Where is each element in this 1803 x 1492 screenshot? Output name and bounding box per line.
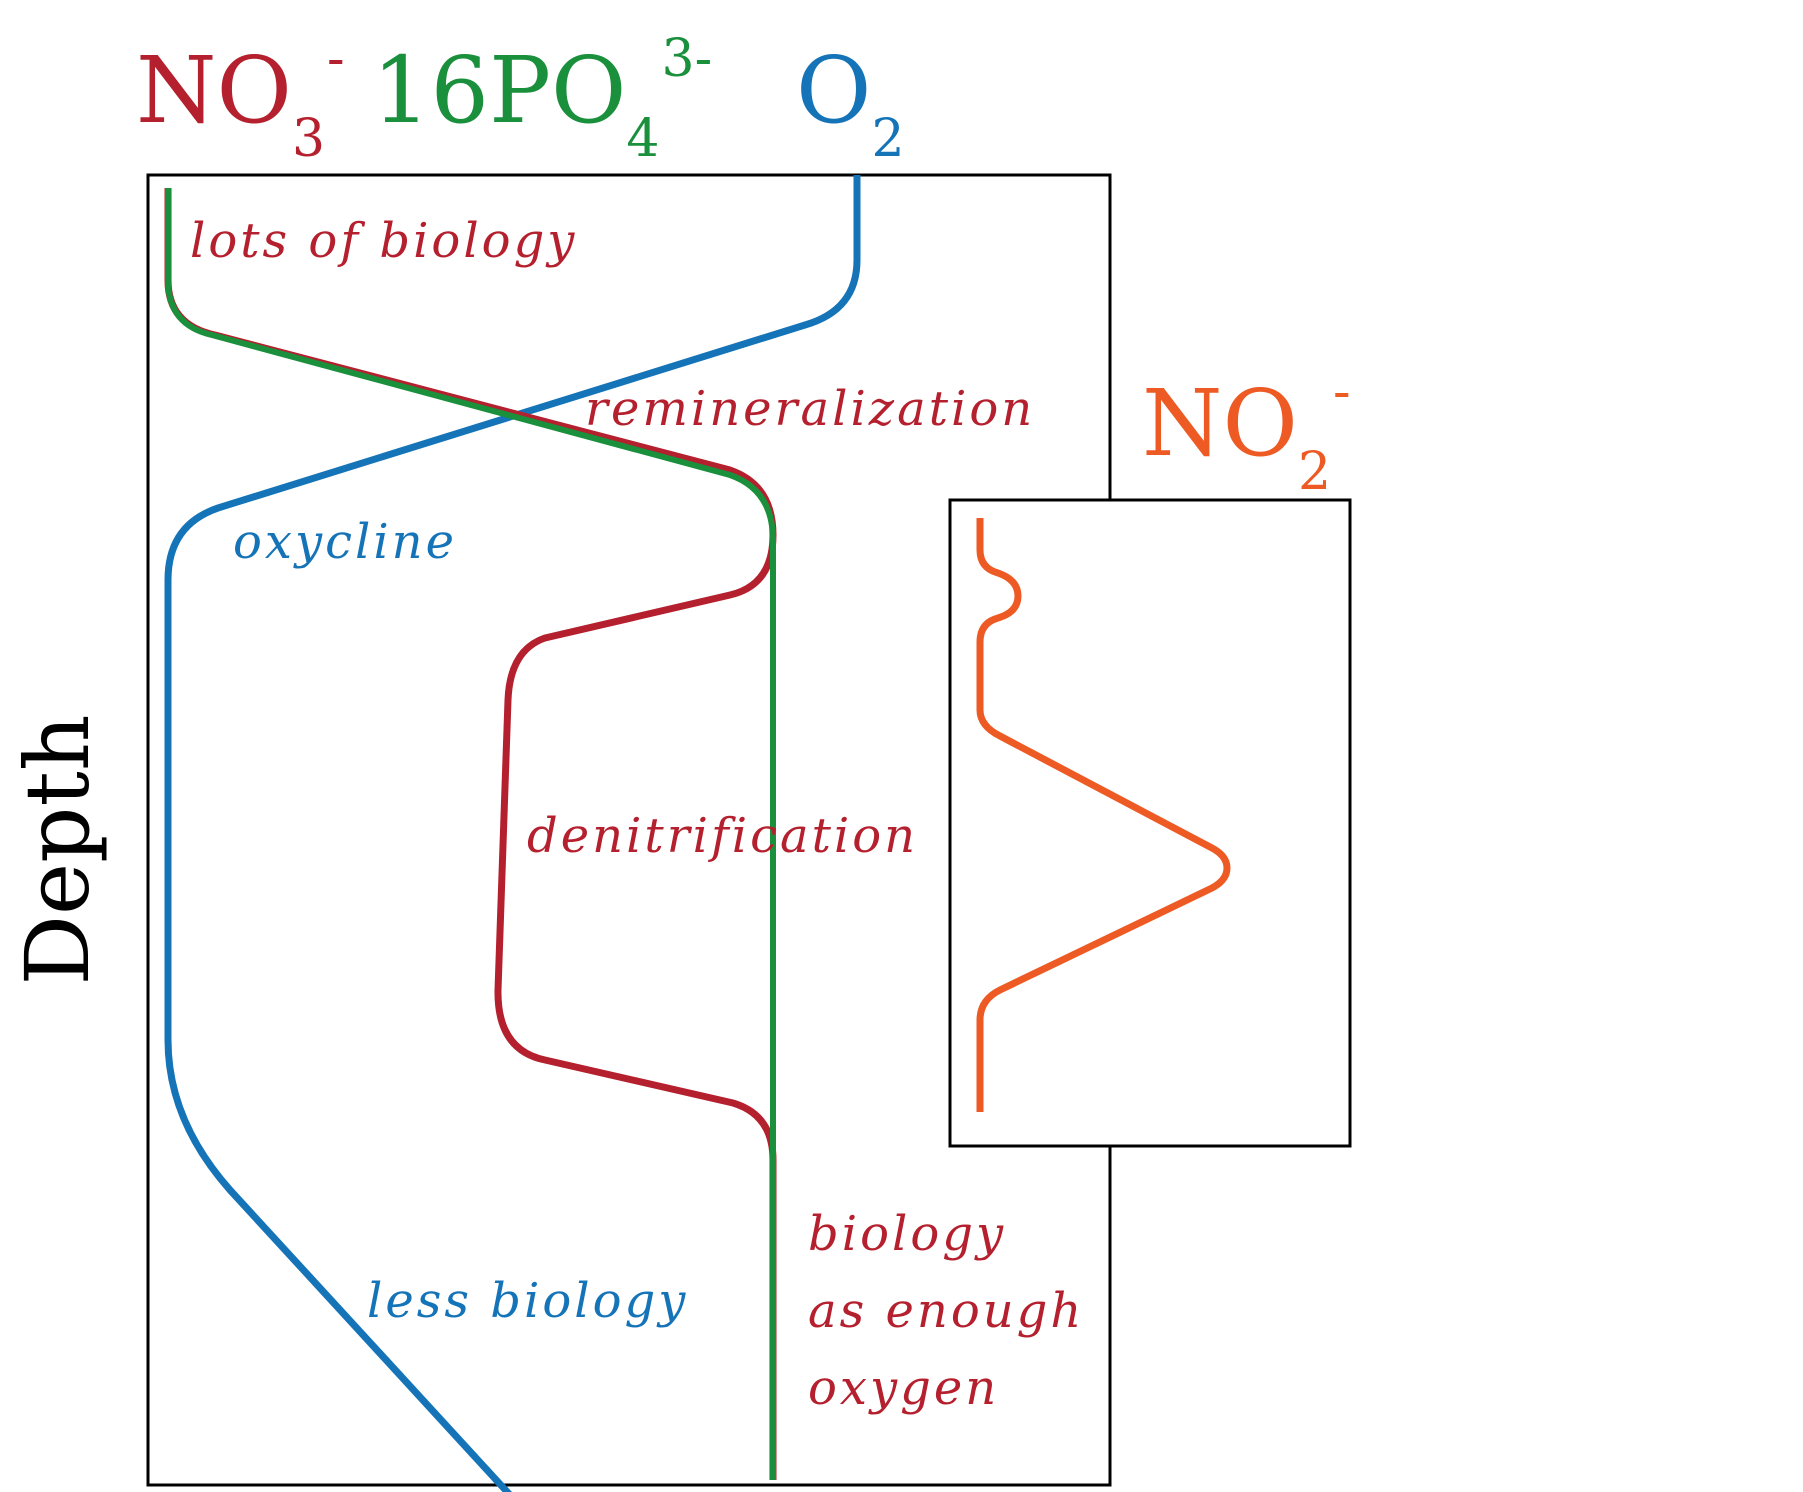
phosphate-profile-line	[165, 188, 776, 1480]
depth-axis-label: Depth	[6, 714, 109, 985]
annotation-lots-of-biology: lots of biology	[190, 213, 577, 269]
annotation-less-biology: less biology	[367, 1273, 688, 1329]
nitrite-inset-frame	[948, 498, 1352, 1148]
nitrite-header: NO2-	[1142, 362, 1351, 502]
annotation-oxycline: oxycline	[233, 514, 457, 570]
oxygen-profile-line	[164, 175, 861, 1492]
nitrate-header: NO3-	[136, 29, 345, 169]
nitrite-profile-line	[976, 518, 1231, 1112]
oxygen-header: O2	[796, 37, 905, 169]
annotation-denitrification: denitrification	[527, 808, 918, 864]
annotation-biology-enough-oxygen: biology as enough oxygen	[808, 1206, 1103, 1416]
phosphate-header: 16PO43-	[372, 29, 712, 169]
annotation-remineralization: remineralization	[585, 381, 1035, 437]
